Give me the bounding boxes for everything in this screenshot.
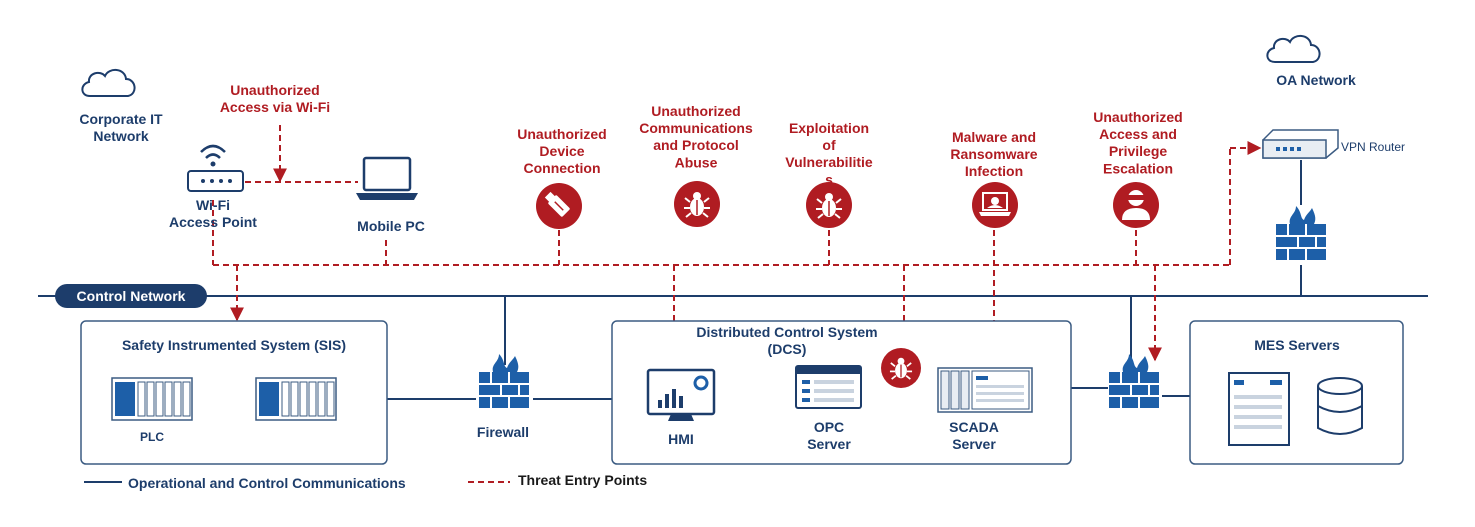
plc-label: PLC — [140, 430, 164, 444]
server-document-icon — [1228, 372, 1290, 446]
scada-server-icon — [937, 367, 1033, 413]
sis-zone — [80, 320, 388, 465]
opc-server-icon — [795, 365, 862, 409]
hmi-label: HMI — [668, 431, 694, 447]
firewall-icon — [1275, 205, 1327, 261]
vpn-router-icon — [1262, 129, 1339, 159]
database-icon — [1317, 377, 1363, 435]
legend-dashed-label: Threat Entry Points — [518, 472, 647, 488]
usb-stick-icon — [536, 183, 582, 229]
bug-icon — [674, 181, 720, 227]
oa-network-label: OA Network — [1276, 72, 1356, 88]
firewall-label: Firewall — [477, 424, 529, 440]
control-network-badge — [55, 284, 207, 308]
bug-icon — [806, 182, 852, 228]
sis-title: Safety Instrumented System (SIS) — [122, 337, 346, 353]
firewall-icon — [1108, 353, 1160, 409]
legend-solid-label: Operational and Control Communications — [128, 475, 406, 491]
plc-rack-icon — [255, 377, 337, 421]
hmi-monitor-icon — [646, 368, 716, 421]
plc-rack-icon — [111, 377, 193, 421]
mobile-pc-label: Mobile PC — [357, 218, 425, 234]
dcs-title: Distributed Control System(DCS) — [696, 324, 877, 357]
control-network-label: Control Network — [77, 288, 186, 304]
bug-icon — [881, 348, 921, 388]
vpn-router-label: VPN Router — [1341, 140, 1405, 154]
corporate-it-cloud-icon — [81, 68, 136, 97]
legend: Operational and Control Communications T… — [84, 472, 647, 491]
wifi-router-icon — [187, 144, 244, 192]
laptop-icon — [356, 156, 418, 200]
oa-cloud-icon — [1266, 34, 1321, 63]
hacker-icon — [1113, 182, 1159, 228]
infected-laptop-icon — [972, 182, 1018, 228]
mes-title: MES Servers — [1254, 337, 1340, 353]
